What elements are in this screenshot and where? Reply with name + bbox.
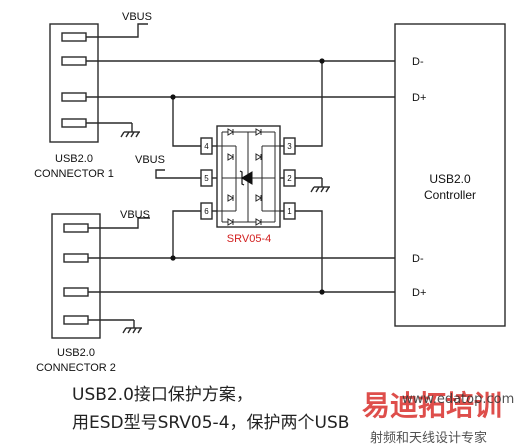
tvs-data-nets: [170, 58, 325, 295]
connector-2-pin-gnd: [63, 315, 89, 325]
watermark-brand: 易迪拓培训: [362, 389, 502, 422]
connector-1-pin-dm: [61, 56, 87, 66]
tvs-zener-icon: [239, 170, 253, 186]
connector-2-pin-vbus: [63, 223, 89, 233]
controller-bottom-dm: D-: [412, 253, 424, 265]
tvs-ground-icon: [310, 178, 330, 193]
tvs-pin-2-label: 2: [287, 174, 292, 183]
watermark-slogan: 射频和天线设计专家: [370, 430, 487, 446]
connector-2-label-line1: USB2.0: [57, 347, 95, 359]
tvs-diode-icons: [227, 128, 262, 226]
tvs-pin-5-label: 5: [204, 174, 209, 183]
connector-1-pin-dp: [61, 92, 87, 102]
usb-controller: D- D+ USB2.0 Controller D- D+: [394, 23, 506, 327]
tvs-part-number: SRV05-4: [227, 233, 271, 245]
connector-1-label-line2: CONNECTOR 1: [34, 168, 114, 180]
connector-2-vbus-wire: [88, 217, 150, 229]
tvs-vbus-wire: [155, 169, 201, 179]
controller-label-line1: USB2.0: [429, 172, 471, 186]
controller-bottom-dp: D+: [412, 287, 426, 299]
tvs-internal-network: [217, 131, 280, 223]
tvs-pin-3-label: 3: [287, 142, 292, 151]
connector-1-pin-gnd: [61, 118, 87, 128]
tvs-pin-6-label: 6: [204, 207, 209, 216]
tvs-pin-1-label: 1: [287, 207, 292, 216]
connector-2-pin-dm: [63, 253, 89, 263]
watermark-url: www.edatop.com: [402, 392, 514, 407]
tvs-pin-4-label: 4: [204, 142, 209, 151]
controller-label-line2: Controller: [424, 188, 476, 202]
connector-1-ground-icon: [120, 123, 140, 138]
usb-connector-1: VBUS USB2.0 CONNECTOR 1: [34, 11, 395, 180]
connector-1-vbus-label: VBUS: [122, 11, 152, 23]
connector-1-vbus-wire: [86, 23, 148, 38]
connector-1-label-line1: USB2.0: [55, 153, 93, 165]
connector-2-vbus-label: VBUS: [120, 209, 150, 221]
tvs-vbus-label: VBUS: [135, 154, 165, 166]
caption-line-2: 用ESD型号SRV05-4，保护两个USB: [72, 413, 349, 433]
connector-2-ground-icon: [122, 320, 142, 334]
usb-connector-2: VBUS USB2.0 CONNECTOR 2: [36, 209, 395, 374]
tvs-array: 4 3 5 2 6 1: [200, 125, 296, 245]
controller-body: [394, 23, 506, 327]
caption-line-1: USB2.0接口保护方案，: [72, 385, 253, 405]
edatop-watermark: 易迪拓培训 www.edatop.com 射频和天线设计专家: [362, 389, 514, 446]
connector-2-pin-dp: [63, 287, 89, 297]
controller-top-dm: D-: [412, 56, 424, 68]
connector-1-pin-vbus: [61, 32, 87, 42]
controller-top-dp: D+: [412, 92, 426, 104]
connector-2-label-line2: CONNECTOR 2: [36, 362, 116, 374]
